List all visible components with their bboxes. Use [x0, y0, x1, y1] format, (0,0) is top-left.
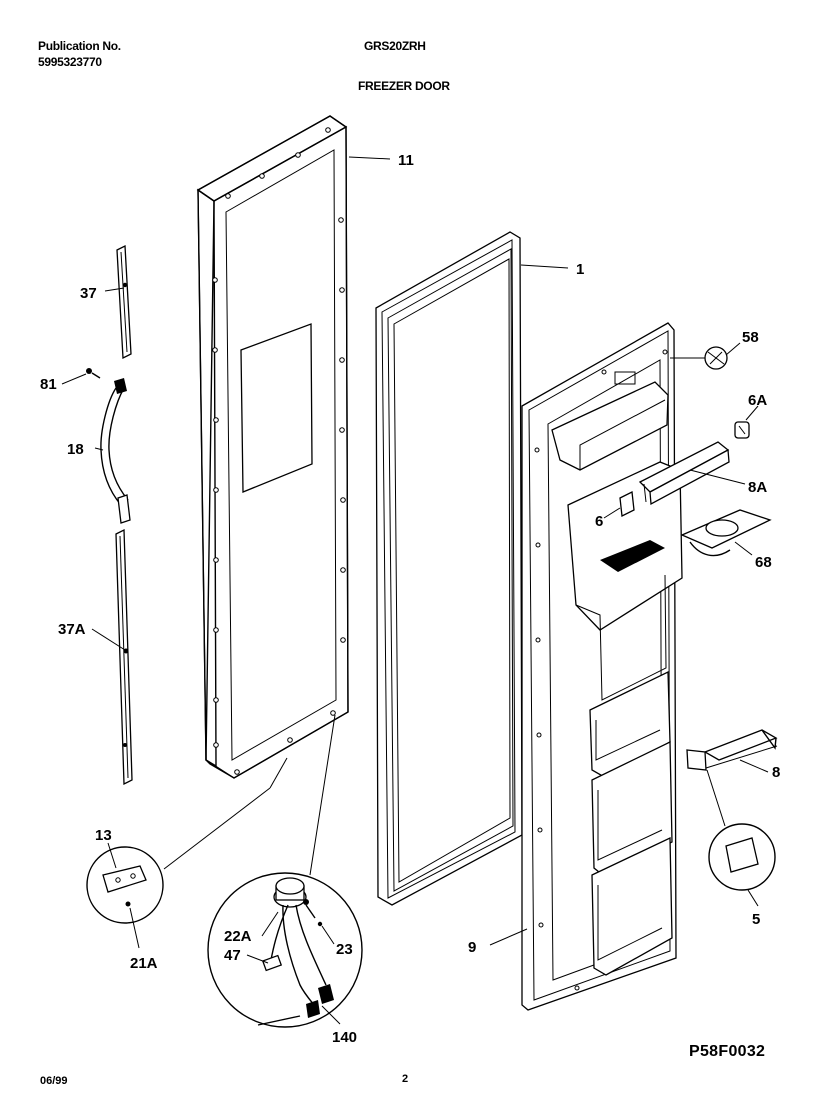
callout-47: 47 — [224, 947, 241, 964]
callout-6a: 6A — [748, 392, 767, 409]
bracket — [619, 491, 635, 517]
hole-plug — [670, 346, 728, 370]
footer-date: 06/99 — [40, 1075, 68, 1087]
callout-18: 18 — [67, 441, 84, 458]
dispenser-cup — [680, 509, 772, 557]
publication-number: 5995323770 — [38, 55, 102, 69]
callout-11: 11 — [398, 152, 414, 169]
detail-circle-5 — [706, 769, 776, 891]
publication-label: Publication No. — [38, 39, 121, 53]
callout-68: 68 — [755, 554, 772, 571]
callout-37a: 37A — [58, 621, 86, 638]
handle-screw — [86, 368, 101, 379]
liner-screw-holes — [534, 349, 668, 991]
callout-8: 8 — [772, 764, 780, 781]
callout-22a: 22A — [224, 928, 252, 945]
callout-81: 81 — [40, 376, 57, 393]
clip — [734, 421, 750, 439]
callout-6: 6 — [595, 513, 603, 530]
door-handle — [100, 378, 131, 524]
callout-9: 9 — [468, 939, 476, 956]
callout-58: 58 — [742, 329, 759, 346]
handle-trim-upper — [116, 244, 132, 360]
detail-circle-hinge — [86, 757, 288, 924]
shelf-retainer-bar — [686, 729, 778, 771]
inner-door-liner — [521, 322, 683, 1011]
callout-23: 23 — [336, 941, 353, 958]
outer-door-panel — [196, 115, 349, 779]
model-number: GRS20ZRH — [364, 39, 426, 53]
callout-13: 13 — [95, 827, 112, 844]
callout-140: 140 — [332, 1029, 357, 1046]
callout-5: 5 — [752, 911, 760, 928]
section-title: FREEZER DOOR — [358, 79, 450, 93]
callout-21a: 21A — [130, 955, 158, 972]
drawing-code: P58F0032 — [689, 1043, 766, 1060]
dispenser-trim-bar — [638, 441, 730, 506]
door-gasket — [375, 231, 523, 906]
handle-trim-lower — [115, 528, 133, 786]
detail-circle-switch — [207, 714, 363, 1028]
page-number: 2 — [402, 1073, 409, 1085]
callout-8a: 8A — [748, 479, 767, 496]
callout-1: 1 — [576, 261, 584, 278]
callout-37: 37 — [80, 285, 97, 302]
outer-panel-holes — [212, 127, 346, 775]
